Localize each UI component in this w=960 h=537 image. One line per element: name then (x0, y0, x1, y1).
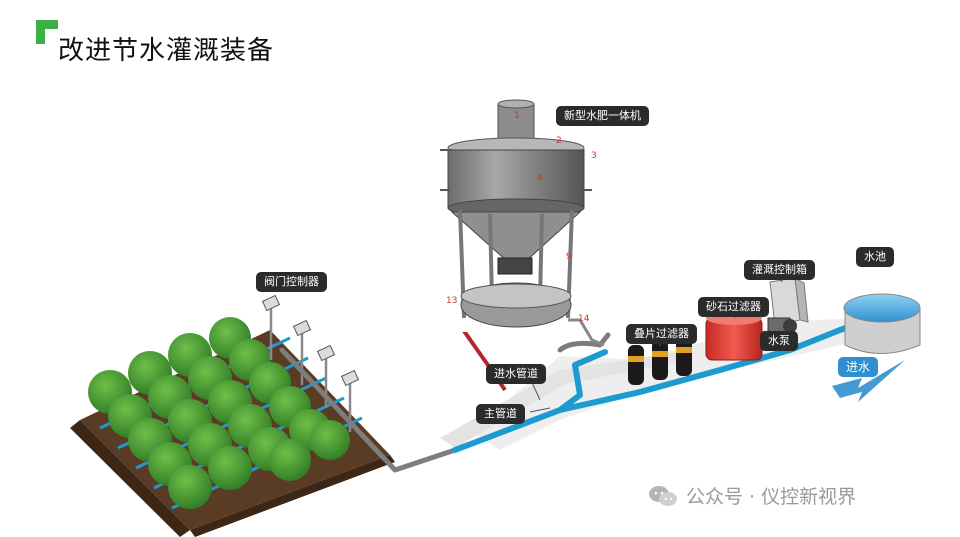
label-inlet-pipe: 进水管道 (486, 364, 546, 384)
part-number-9: 9 (566, 252, 572, 262)
label-pool: 水池 (856, 247, 894, 267)
part-number-2: 2 (556, 136, 562, 146)
label-valve-controller: 阀门控制器 (256, 272, 327, 292)
label-sand-filter: 砂石过滤器 (698, 297, 769, 317)
label-disc-filter: 叠片过滤器 (626, 324, 697, 344)
main-gray-pipe (279, 332, 611, 473)
label-pump: 水泵 (760, 331, 798, 351)
part-number-13: 13 (446, 296, 457, 306)
part-number-14: 14 (578, 314, 590, 324)
part-number-1: 1 (514, 111, 520, 121)
blue-pipeline (452, 315, 878, 453)
watermark-text: 公众号 · 仪控新视界 (686, 486, 857, 508)
disc-filters (628, 336, 692, 385)
wechat-icon (649, 485, 677, 506)
water-pump (767, 317, 797, 335)
label-water-in: 进水 (838, 357, 879, 377)
page-title: 改进节水灌溉装备 (58, 36, 275, 66)
sand-filter (705, 311, 763, 361)
watermark: 公众号 · 仪控新视界 (648, 482, 856, 509)
label-irrigation-box: 灌溉控制箱 (744, 260, 815, 280)
machine-part-numbers: 1 2 3 4 9 13 14 (446, 111, 597, 324)
part-number-3: 3 (591, 151, 597, 161)
water-pool (843, 293, 921, 354)
fertigation-machine (433, 99, 605, 347)
label-main-pipe: 主管道 (476, 404, 525, 424)
water-in-arrow-icon (832, 360, 905, 402)
part-number-4: 4 (537, 173, 543, 183)
brand-logo-icon (36, 20, 58, 44)
crop-field (70, 317, 395, 537)
label-machine: 新型水肥一体机 (556, 106, 649, 126)
